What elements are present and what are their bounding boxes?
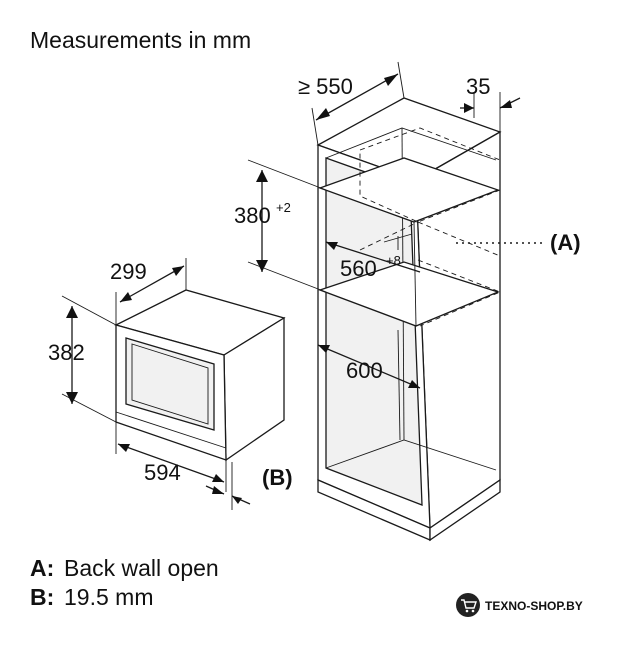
callout-a: (A) [456,230,581,255]
dim-cabinet-depth: ≥ 550 [298,61,405,146]
legend-key-b: B: [30,584,54,610]
dim-back-gap-label: 35 [466,74,490,99]
dim-appliance-depth-label: 299 [110,259,147,284]
callout-b-label: (B) [262,465,293,490]
cart-logo-icon [456,593,480,617]
dim-niche-width: 560 +8 [325,241,421,281]
dim-cabinet-inner-width: 600 [317,344,421,389]
callout-a-label: (A) [550,230,581,255]
dim-niche-width-tolerance: +8 [386,253,401,268]
dim-cabinet-depth-label: ≥ 550 [298,74,353,99]
legend-key-a: A: [30,555,54,581]
appliance-door-window [125,337,215,431]
dim-cabinet-inner-width-label: 600 [346,358,383,383]
legend: A: Back wall open B: 19.5 mm [30,555,219,610]
dim-back-gap: 35 [460,74,521,132]
diagram-title: Measurements in mm [30,27,251,53]
tall-cabinet [316,97,502,542]
dim-niche-height-label: 380 [234,203,271,228]
dim-appliance-height: 382 [48,295,117,423]
legend-text-a: Back wall open [64,555,219,581]
dim-appliance-width-label: 594 [144,460,181,485]
dim-appliance-depth: 299 [110,258,187,325]
dim-niche-width-label: 560 [340,256,377,281]
upper-shelf [318,157,500,223]
middle-shelf [318,261,500,327]
legend-text-b: 19.5 mm [64,584,153,610]
watermark-text: TEXNO-SHOP.BY [485,599,583,613]
dim-appliance-width: 594 [115,422,227,492]
back-wall-open-outline-top [359,127,501,223]
dim-niche-height: 380 +2 [234,159,327,293]
shop-watermark: TEXNO-SHOP.BY [456,593,583,617]
callout-b: (B) [205,462,293,510]
dim-appliance-height-label: 382 [48,340,85,365]
microwave-appliance [114,289,286,462]
dim-niche-height-tolerance: +2 [276,200,291,215]
